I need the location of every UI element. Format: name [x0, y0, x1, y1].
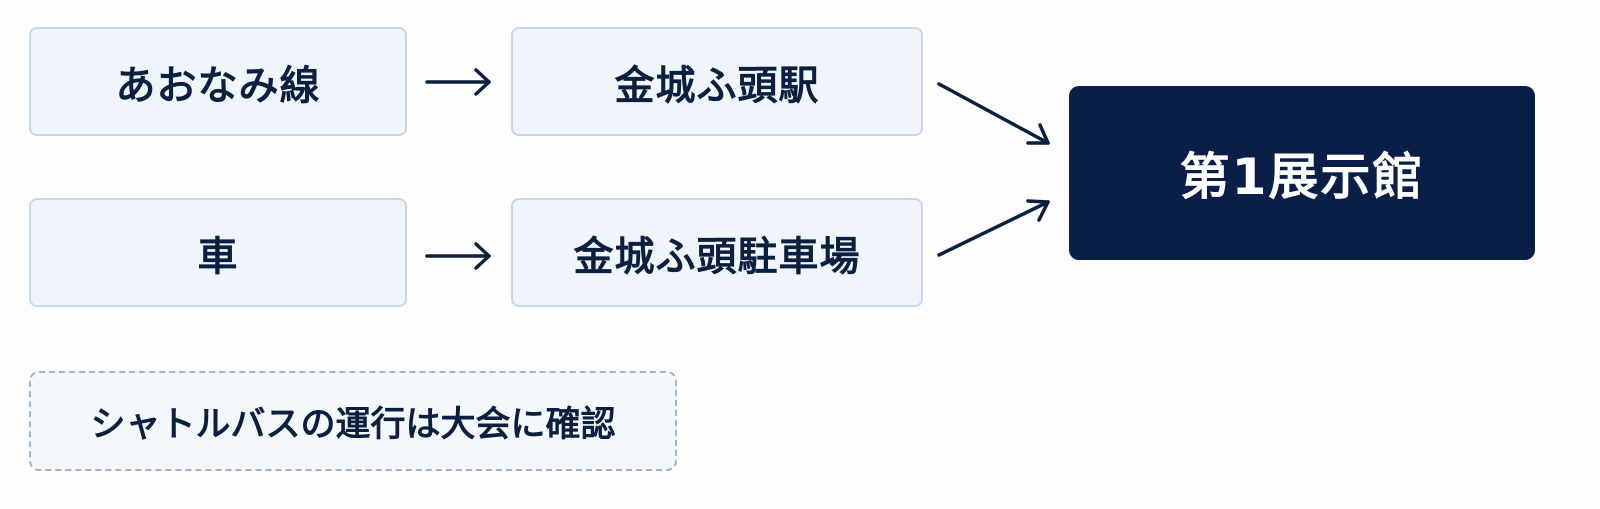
stop-kinjo-futo-parking-label: 金城ふ頭駐車場 — [573, 233, 861, 280]
shuttle-bus-note-label: シャトルバスの運行は大会に確認 — [90, 404, 616, 445]
arrow-car-to-parking — [425, 242, 491, 270]
stop-kinjo-futo-station: 金城ふ頭駅 — [511, 27, 923, 136]
origin-car-label: 車 — [197, 233, 239, 280]
stop-kinjo-futo-parking: 金城ふ頭駐車場 — [511, 198, 923, 307]
arrow-aonami-to-station — [425, 68, 491, 96]
origin-aonami-line: あおなみ線 — [29, 27, 407, 136]
shuttle-bus-note: シャトルバスの運行は大会に確認 — [29, 371, 677, 471]
destination-hall-1-label: 第1展示館 — [1179, 148, 1425, 206]
arrow-parking-to-hall — [937, 199, 1050, 257]
stop-kinjo-futo-station-label: 金城ふ頭駅 — [614, 62, 820, 109]
destination-hall-1: 第1展示館 — [1069, 86, 1535, 260]
origin-car: 車 — [29, 198, 407, 307]
arrow-station-to-hall — [937, 82, 1050, 145]
origin-aonami-line-label: あおなみ線 — [115, 62, 321, 109]
